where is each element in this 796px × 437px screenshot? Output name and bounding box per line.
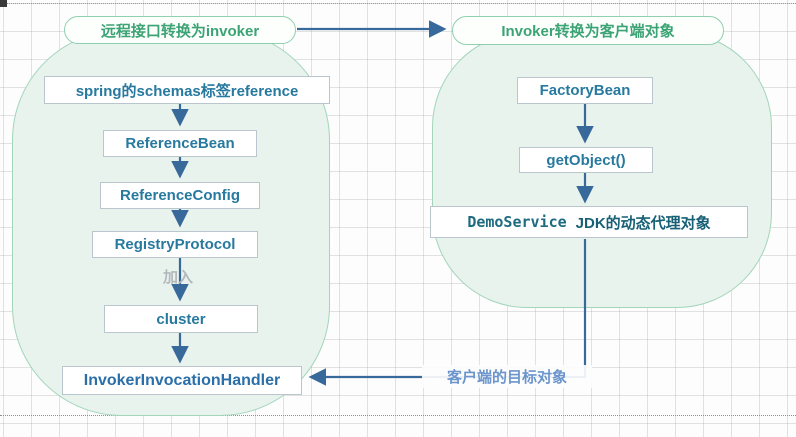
canvas-corner-mark — [0, 0, 7, 7]
canvas-bottom-ruler-line — [0, 415, 796, 416]
edge-label-join-text: 加入 — [162, 268, 193, 286]
node-registry-protocol: RegistryProtocol — [92, 231, 258, 258]
node-get-object: getObject() — [519, 147, 653, 173]
node-spring-schemas-reference: spring的schemas标签reference — [44, 76, 330, 104]
node-cluster: cluster — [104, 305, 258, 333]
node-factory-bean-label: FactoryBean — [539, 82, 631, 99]
edge-label-client-target-object-text: 客户端的目标对象 — [446, 369, 567, 386]
node-registry-protocol-label: RegistryProtocol — [114, 236, 236, 253]
edge-label-join: 加入 — [154, 265, 202, 287]
left-group-header-label: 远程接口转换为invoker — [100, 22, 260, 40]
right-group-header-label: Invoker转换为客户端对象 — [501, 23, 675, 40]
node-spring-schemas-reference-label: spring的schemas标签reference — [75, 82, 299, 100]
node-reference-bean-label: ReferenceBean — [125, 135, 235, 152]
node-reference-config: ReferenceConfig — [100, 182, 260, 209]
canvas-top-ruler-line — [0, 3, 796, 4]
node-demoservice-code-label: DemoService — [467, 213, 567, 231]
edge-label-client-target-object: 客户端的目标对象 — [422, 365, 592, 388]
right-group-header: Invoker转换为客户端对象 — [452, 16, 724, 45]
node-demoservice-proxy-label: JDK的动态代理对象 — [575, 214, 711, 232]
node-factory-bean: FactoryBean — [517, 77, 653, 104]
node-reference-config-label: ReferenceConfig — [119, 187, 241, 204]
node-demoservice-proxy: DemoService JDK的动态代理对象 — [430, 206, 748, 238]
node-reference-bean: ReferenceBean — [103, 130, 257, 157]
node-invoker-invocation-handler-label: InvokerInvocationHandler — [83, 371, 281, 389]
node-invoker-invocation-handler: InvokerInvocationHandler — [62, 366, 302, 395]
left-group-header: 远程接口转换为invoker — [64, 16, 296, 44]
node-cluster-label: cluster — [156, 310, 206, 328]
node-get-object-label: getObject() — [546, 151, 626, 169]
